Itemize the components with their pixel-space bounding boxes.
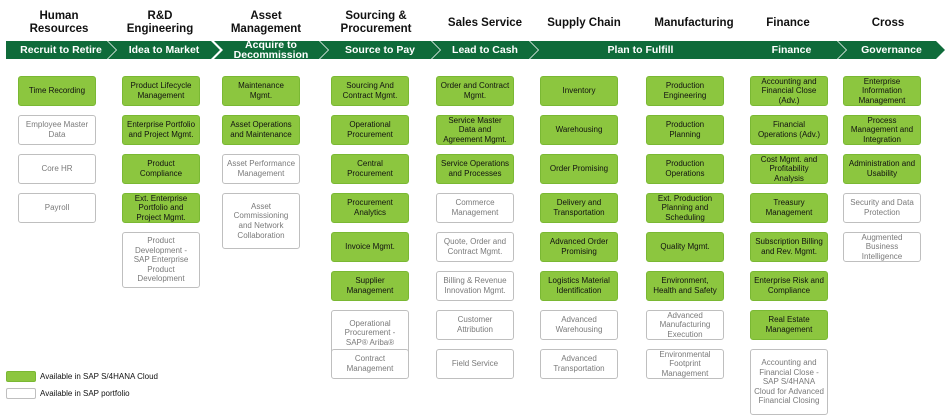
column-header: R&D Engineering	[126, 10, 194, 35]
capability-portfolio: Asset Performance Management	[222, 154, 300, 184]
capability-cloud: Enterprise Portfolio and Project Mgmt.	[122, 115, 200, 145]
process-chevron: Lead to Cash	[432, 41, 538, 59]
capability-cloud: Time Recording	[18, 76, 96, 106]
process-chevron: Source to Pay	[320, 41, 440, 59]
capability-cloud: Maintenance Mgmt.	[222, 76, 300, 106]
process-chevron: Finance	[737, 41, 846, 59]
capability-cloud: Product Compliance	[122, 154, 200, 184]
capability-cloud: Procurement Analytics	[331, 193, 409, 223]
capability-portfolio: Asset Commissioning and Network Collabor…	[222, 193, 300, 249]
column-header: Finance	[766, 16, 810, 29]
capability-cloud: Service Master Data and Agreement Mgmt.	[436, 115, 514, 145]
capability-cloud: Administration and Usability	[843, 154, 921, 184]
capability-cloud: Real Estate Management	[750, 310, 828, 340]
process-chevron: Plan to Fulfill	[530, 41, 751, 59]
process-chevron: Recruit to Retire	[6, 41, 116, 59]
legend-label-cloud: Available in SAP S/4HANA Cloud	[40, 372, 158, 381]
capability-portfolio: Advanced Warehousing	[540, 310, 618, 340]
capability-cloud: Sourcing And Contract Mgmt.	[331, 76, 409, 106]
capability-portfolio: Customer Attribution	[436, 310, 514, 340]
capability-cloud: Production Planning	[646, 115, 724, 145]
capability-cloud: Advanced Order Promising	[540, 232, 618, 262]
column-header: Supply Chain	[547, 16, 621, 29]
capability-cloud: Subscription Billing and Rev. Mgmt.	[750, 232, 828, 262]
capability-cloud: Quality Mgmt.	[646, 232, 724, 262]
process-chevron: Governance	[838, 41, 945, 59]
capability-portfolio: Commerce Management	[436, 193, 514, 223]
capability-portfolio: Augmented Business Intelligence	[843, 232, 921, 262]
capability-cloud: Inventory	[540, 76, 618, 106]
capability-portfolio: Contract Management	[331, 349, 409, 379]
capability-portfolio: Payroll	[18, 193, 96, 223]
capability-cloud: Logistics Material Identification	[540, 271, 618, 301]
capability-portfolio: Employee Master Data	[18, 115, 96, 145]
capability-cloud: Order Promising	[540, 154, 618, 184]
capability-cloud: Environment, Health and Safety	[646, 271, 724, 301]
legend-swatch-cloud	[6, 371, 36, 382]
capability-cloud: Treasury Management	[750, 193, 828, 223]
column-header: Sales Service	[447, 16, 523, 29]
capability-portfolio: Billing & Revenue Innovation Mgmt.	[436, 271, 514, 301]
capability-portfolio: Advanced Transportation	[540, 349, 618, 379]
capability-cloud: Supplier Management	[331, 271, 409, 301]
process-chevron: Idea to Market	[108, 41, 220, 59]
column-header: Asset Management	[230, 10, 302, 35]
capability-cloud: Asset Operations and Maintenance	[222, 115, 300, 145]
column-header: Cross	[871, 16, 905, 29]
capability-cloud: Accounting and Financial Close (Adv.)	[750, 76, 828, 106]
capability-cloud: Ext. Production Planning and Scheduling	[646, 193, 724, 223]
capability-cloud: Central Procurement	[331, 154, 409, 184]
legend-label-portfolio: Available in SAP portfolio	[40, 389, 130, 398]
process-chevron: Acquire to Decommission	[214, 41, 328, 59]
capability-portfolio: Environmental Footprint Management	[646, 349, 724, 379]
capability-portfolio: Accounting and Financial Close - SAP S/4…	[750, 349, 828, 415]
capability-cloud: Delivery and Transportation	[540, 193, 618, 223]
capability-portfolio: Core HR	[18, 154, 96, 184]
capability-cloud: Enterprise Information Management	[843, 76, 921, 106]
capability-cloud: Production Engineering	[646, 76, 724, 106]
capability-cloud: Ext. Enterprise Portfolio and Project Mg…	[122, 193, 200, 223]
capability-cloud: Process Management and Integration	[843, 115, 921, 145]
column-header: Human Resources	[29, 10, 89, 35]
capability-portfolio: Product Development - SAP Enterprise Pro…	[122, 232, 200, 288]
capability-cloud: Service Operations and Processes	[436, 154, 514, 184]
capability-cloud: Cost Mgmt. and Profitability Analysis	[750, 154, 828, 184]
capability-cloud: Invoice Mgmt.	[331, 232, 409, 262]
capability-cloud: Warehousing	[540, 115, 618, 145]
capability-cloud: Financial Operations (Adv.)	[750, 115, 828, 145]
capability-cloud: Product Lifecycle Management	[122, 76, 200, 106]
capability-portfolio: Advanced Manufacturing Execution	[646, 310, 724, 340]
capability-cloud: Order and Contract Mgmt.	[436, 76, 514, 106]
column-header: Manufacturing	[654, 16, 734, 29]
capability-cloud: Enterprise Risk and Compliance	[750, 271, 828, 301]
capability-cloud: Operational Procurement	[331, 115, 409, 145]
capability-portfolio: Quote, Order and Contract Mgmt.	[436, 232, 514, 262]
capability-cloud: Production Operations	[646, 154, 724, 184]
capability-portfolio: Field Service	[436, 349, 514, 379]
legend-swatch-portfolio	[6, 388, 36, 399]
column-header: Sourcing & Procurement	[340, 10, 412, 35]
capability-portfolio: Security and Data Protection	[843, 193, 921, 223]
